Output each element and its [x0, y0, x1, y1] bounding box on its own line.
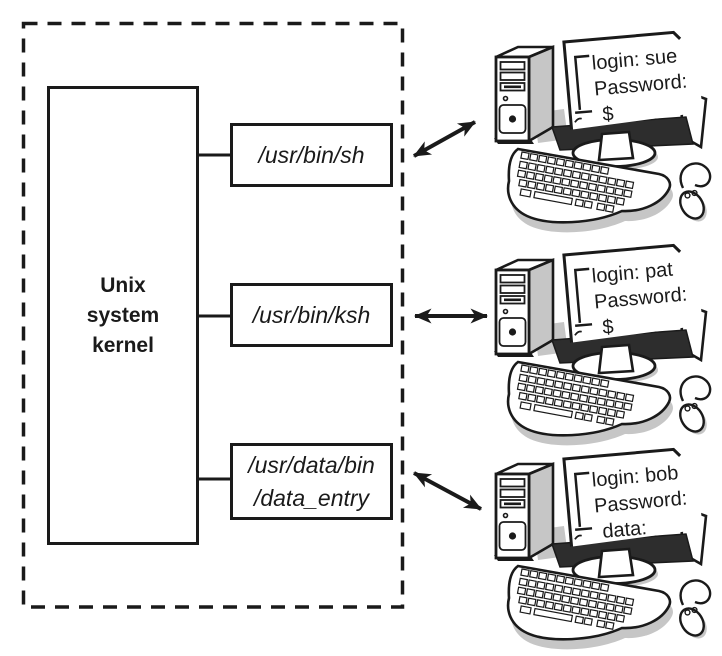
shell-box-data-entry: /usr/data/bin /data_entry — [230, 443, 393, 520]
bidirectional-arrow-data-terminal — [413, 471, 482, 511]
shell-path-label: /usr/data/bin — [248, 451, 375, 478]
prompt-bracket-icon — [573, 471, 593, 532]
monitor-screen: login: sue Password: $ — [562, 30, 703, 130]
terminal-workstation-sue: login: sue Password: $ — [492, 30, 713, 234]
kernel-label-line: kernel — [92, 333, 154, 357]
monitor-screen: login: bob Password: data: — [562, 447, 703, 547]
kernel-label-line: Unix — [100, 273, 146, 297]
kernel-box: Unix system kernel — [47, 86, 199, 545]
screen-line: data: — [601, 517, 647, 543]
terminal-workstation-pat: login: pat Password: $ — [492, 243, 713, 447]
shell-path-label: /data_entry — [253, 484, 370, 511]
shell-path-label: /usr/bin/ksh — [252, 301, 371, 328]
prompt-bracket-icon — [573, 267, 593, 328]
bidirectional-arrow-sh-terminal — [413, 120, 476, 158]
monitor-screen: login: pat Password: $ — [562, 243, 703, 343]
prompt-bracket-icon — [573, 54, 593, 115]
shell-path-label: /usr/bin/sh — [258, 141, 365, 168]
kernel-label-line: system — [86, 303, 160, 327]
shell-box-ksh: /usr/bin/ksh — [230, 283, 393, 347]
terminal-workstation-bob: login: bob Password: data: — [492, 447, 713, 651]
screen-line: $ — [601, 316, 614, 339]
system-boundary — [21, 21, 405, 609]
screen-line: $ — [601, 103, 614, 126]
shell-box-sh: /usr/bin/sh — [230, 123, 393, 187]
